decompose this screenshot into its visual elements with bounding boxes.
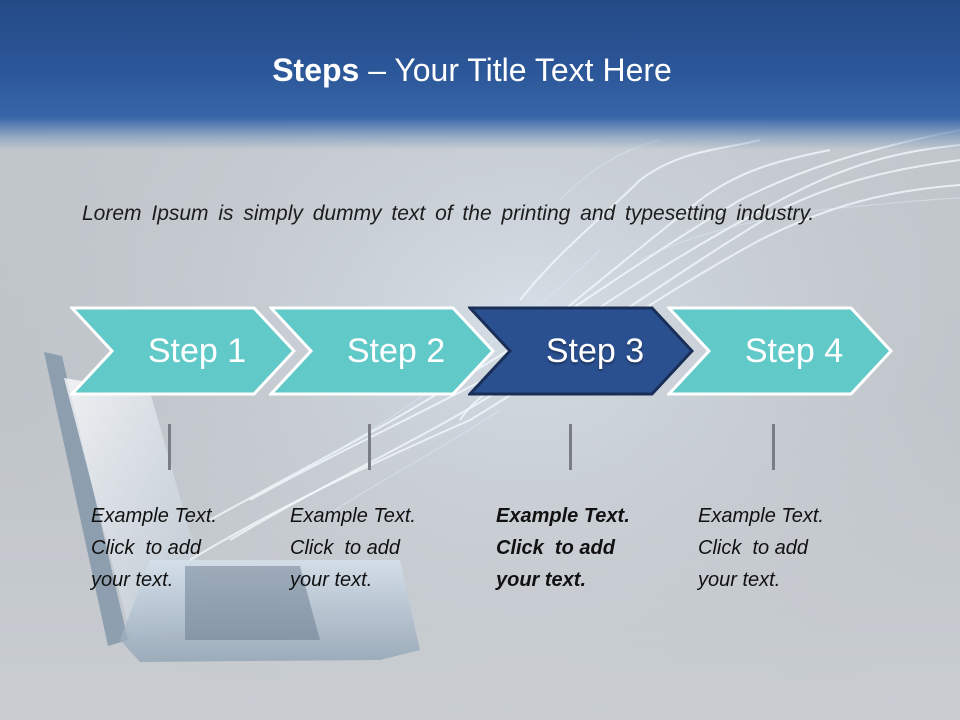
connector-line-1: [168, 424, 171, 470]
note-line: Example Text.: [290, 505, 416, 527]
connector-line-2: [368, 424, 371, 470]
note-line: Example Text.: [698, 505, 824, 527]
note-line: Example Text.: [91, 505, 217, 527]
title-rest: – Your Title Text Here: [359, 52, 672, 88]
note-line: your text.: [698, 569, 781, 591]
step-note-3[interactable]: Example Text. Click to add your text.: [496, 500, 666, 596]
note-line: Example Text.: [496, 505, 630, 527]
note-line: your text.: [496, 569, 587, 591]
slide-title[interactable]: Steps – Your Title Text Here: [0, 52, 944, 89]
step-label: Step 1: [147, 332, 247, 370]
step-note-4[interactable]: Example Text. Click to add your text.: [698, 500, 868, 596]
step-chevron-3[interactable]: Step 3: [468, 306, 694, 396]
note-line: Click to add: [698, 537, 809, 559]
step-note-2[interactable]: Example Text. Click to add your text.: [290, 500, 460, 596]
connector-line-4: [772, 424, 775, 470]
step-chevron-2[interactable]: Step 2: [269, 306, 495, 396]
step-label: Step 4: [744, 332, 844, 370]
intro-text[interactable]: Lorem Ipsum is simply dummy text of the …: [82, 202, 815, 225]
chevron-shape: [269, 306, 495, 396]
note-line: Click to add: [91, 537, 202, 559]
chevron-shape: [667, 306, 893, 396]
step-note-1[interactable]: Example Text. Click to add your text.: [91, 500, 261, 596]
step-chevron-1[interactable]: Step 1: [70, 306, 296, 396]
chevron-shape: [70, 306, 296, 396]
chevron-shape: [468, 306, 694, 396]
note-line: Click to add: [290, 537, 401, 559]
note-line: your text.: [290, 569, 373, 591]
header-band: [0, 0, 960, 150]
step-label: Step 3: [545, 332, 645, 370]
title-bold: Steps: [272, 52, 360, 88]
note-line: your text.: [91, 569, 174, 591]
note-line: Click to add: [496, 537, 615, 559]
step-chevron-4[interactable]: Step 4: [667, 306, 893, 396]
connector-line-3: [569, 424, 572, 470]
step-label: Step 2: [346, 332, 446, 370]
